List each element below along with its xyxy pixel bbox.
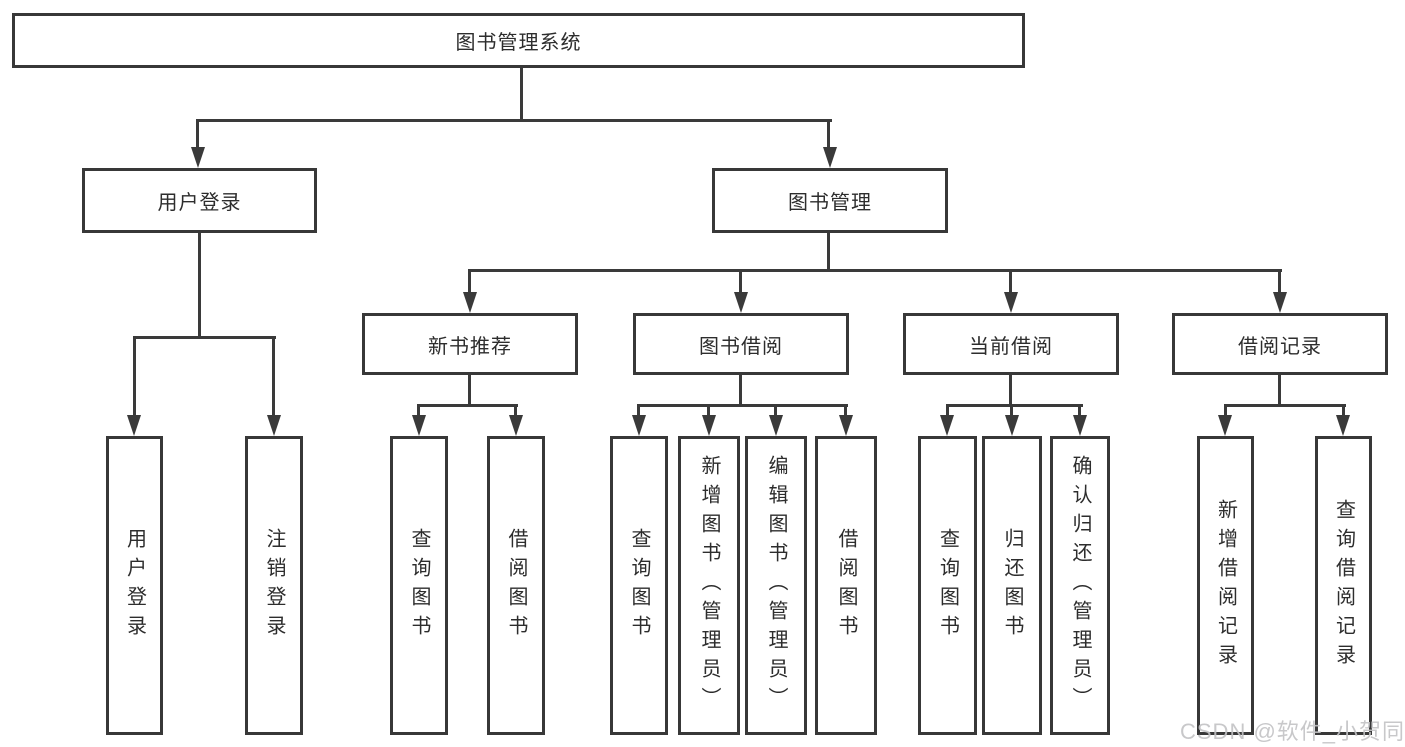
connector-user-login-hline xyxy=(133,336,276,339)
csdn-watermark: CSDN @软件_小贺同学 xyxy=(1180,719,1405,744)
node-borrowing-records: 借阅记录 xyxy=(1172,313,1388,375)
node-user-login: 用户登录 xyxy=(82,168,317,233)
node-library-system: 图书管理系统 xyxy=(12,13,1025,68)
connector-stem-book-management xyxy=(827,119,830,152)
arrowhead-borrowing-records xyxy=(1273,292,1287,313)
connector-nb-stem-2 xyxy=(514,404,517,417)
arrowhead-nb-leaf-2 xyxy=(509,415,523,436)
arrowhead-cb-leaf-1 xyxy=(940,415,954,436)
connector-br-stem xyxy=(1278,375,1281,407)
connector-br-hline xyxy=(1224,404,1346,407)
connector-stem-leaf-logout xyxy=(272,336,275,417)
arrowhead-book-management xyxy=(823,147,837,168)
connector-bb-hline xyxy=(637,404,848,407)
arrowhead-new-book xyxy=(463,292,477,313)
connector-stem-user-login xyxy=(196,119,199,152)
leaf-add-book-admin: 新增图书（管理员） xyxy=(678,436,740,735)
node-book-management: 图书管理 xyxy=(712,168,948,233)
connector-bb-stem-4 xyxy=(844,404,847,417)
connector-br-stem-2 xyxy=(1342,404,1345,417)
connector-nb-hline xyxy=(417,404,518,407)
connector-user-login-stem xyxy=(198,233,201,337)
leaf-add-borrow-record: 新增借阅记录 xyxy=(1197,436,1254,735)
connector-nb-stem-1 xyxy=(417,404,420,417)
arrowhead-leaf-logout xyxy=(267,415,281,436)
leaf-user-login: 用户登录 xyxy=(106,436,163,735)
leaf-query-books-current: 查询图书 xyxy=(918,436,977,735)
node-book-borrowing: 图书借阅 xyxy=(633,313,849,375)
connector-cb-stem xyxy=(1009,375,1012,407)
node-current-borrowing: 当前借阅 xyxy=(903,313,1119,375)
connector-bb-stem-1 xyxy=(637,404,640,417)
connector-book-mgmt-stem xyxy=(827,233,830,272)
arrowhead-bb-leaf-4 xyxy=(839,415,853,436)
connector-stem-new-book xyxy=(468,269,471,294)
leaf-edit-book-admin: 编辑图书（管理员） xyxy=(745,436,807,735)
connector-cb-stem-2 xyxy=(1010,404,1013,417)
node-new-book-recommend: 新书推荐 xyxy=(362,313,578,375)
arrowhead-cb-leaf-2 xyxy=(1005,415,1019,436)
leaf-query-borrow-record: 查询借阅记录 xyxy=(1315,436,1372,735)
leaf-query-books-borrowing: 查询图书 xyxy=(610,436,668,735)
connector-bb-stem-2 xyxy=(707,404,710,417)
connector-stem-current-borrowing xyxy=(1009,269,1012,294)
connector-bb-stem xyxy=(739,375,742,407)
arrowhead-book-borrowing xyxy=(734,292,748,313)
arrowhead-nb-leaf-1 xyxy=(412,415,426,436)
connector-stem-book-borrowing xyxy=(739,269,742,294)
leaf-borrow-books-recommend: 借阅图书 xyxy=(487,436,545,735)
leaf-borrow-books-borrowing: 借阅图书 xyxy=(815,436,877,735)
connector-root-stem xyxy=(520,68,523,120)
arrowhead-br-leaf-2 xyxy=(1336,415,1350,436)
connector-stem-leaf-login xyxy=(133,336,136,417)
leaf-logout: 注销登录 xyxy=(245,436,303,735)
arrowhead-user-login xyxy=(191,147,205,168)
connector-cb-stem-1 xyxy=(946,404,949,417)
leaf-return-books: 归还图书 xyxy=(982,436,1042,735)
arrowhead-leaf-login xyxy=(127,415,141,436)
connector-root-hline xyxy=(196,119,832,122)
connector-cb-stem-3 xyxy=(1078,404,1081,417)
connector-nb-stem xyxy=(468,375,471,407)
connector-book-mgmt-hline xyxy=(468,269,1282,272)
arrowhead-br-leaf-1 xyxy=(1218,415,1232,436)
arrowhead-bb-leaf-1 xyxy=(632,415,646,436)
connector-br-stem-1 xyxy=(1224,404,1227,417)
connector-bb-stem-3 xyxy=(774,404,777,417)
leaf-confirm-return-admin: 确认归还（管理员） xyxy=(1050,436,1110,735)
arrowhead-bb-leaf-2 xyxy=(702,415,716,436)
arrowhead-bb-leaf-3 xyxy=(769,415,783,436)
connector-stem-borrowing-records xyxy=(1278,269,1281,294)
leaf-query-books-recommend: 查询图书 xyxy=(390,436,448,735)
arrowhead-cb-leaf-3 xyxy=(1073,415,1087,436)
connector-cb-hline xyxy=(946,404,1083,407)
arrowhead-current-borrowing xyxy=(1004,292,1018,313)
